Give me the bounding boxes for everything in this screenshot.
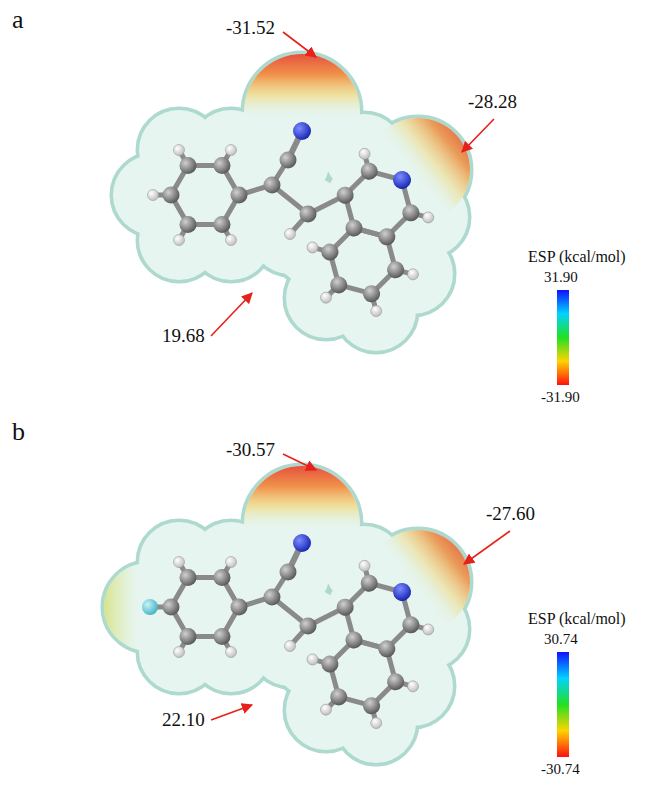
panel-letter: a xyxy=(12,6,24,35)
esp-surface xyxy=(113,54,470,351)
scale-min: -30.74 xyxy=(541,761,580,778)
panel-letter: b xyxy=(12,418,25,447)
scale-title: ESP (kcal/mol) xyxy=(528,610,626,628)
esp-value: -30.57 xyxy=(226,440,275,461)
molecule-a xyxy=(113,54,470,351)
esp-value: 19.68 xyxy=(162,326,205,347)
molecule-b xyxy=(104,466,470,763)
ball-and-stick xyxy=(153,534,447,737)
esp-value: -28.28 xyxy=(468,92,517,113)
scale-max: 31.90 xyxy=(544,269,578,286)
color-scale xyxy=(557,652,569,757)
esp-value: -27.60 xyxy=(486,504,535,525)
ball-and-stick xyxy=(153,122,447,325)
scale-max: 30.74 xyxy=(544,631,578,648)
color-scale xyxy=(557,290,569,385)
leader-arrow xyxy=(211,32,510,720)
esp-value: -31.52 xyxy=(226,18,275,39)
scale-title: ESP (kcal/mol) xyxy=(528,248,626,266)
esp-value: 22.10 xyxy=(162,710,205,731)
scale-min: -31.90 xyxy=(541,389,580,406)
esp-surface xyxy=(104,466,470,763)
